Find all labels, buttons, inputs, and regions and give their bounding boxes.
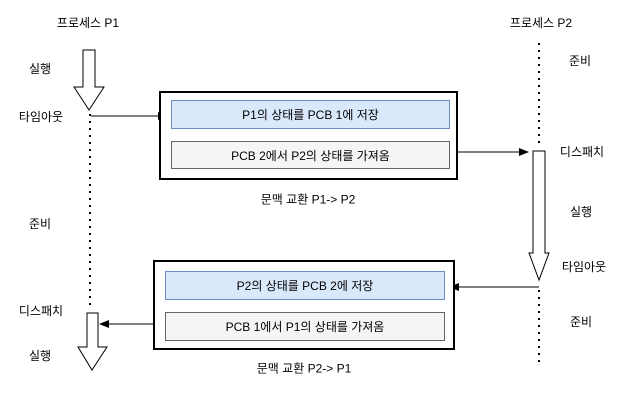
load-state-row-2: PCB 1에서 P1의 상태를 가져옴 [165,312,445,341]
save-state-row-1: P1의 상태를 PCB 1에 저장 [171,100,450,129]
save-state-row-2: P2의 상태를 PCB 2에 저장 [165,271,445,300]
p1-running-arrow [73,49,105,111]
p2-label-dispatch: 디스패치 [559,145,605,159]
p2-label-ready-top: 준비 [568,54,592,68]
p1-label-running-bottom: 실행 [28,349,52,363]
context-switch-caption-2: 문맥 교환 P2-> P1 [256,361,352,376]
p2-label-timeout: 타임아웃 [561,260,607,274]
p1-lane-title: 프로세스 P1 [56,16,120,30]
p1-label-running-top: 실행 [28,62,52,76]
p1-label-dispatch: 디스패치 [18,304,64,318]
p1-label-ready: 준비 [28,217,52,231]
p2-dispatch-arrow [528,150,550,282]
context-switch-caption-1: 문맥 교환 P1-> P2 [260,192,356,207]
p2-lane-title: 프로세스 P2 [509,16,573,30]
p2-label-ready-bottom: 준비 [569,315,593,329]
context-switch-box-1: P1의 상태를 PCB 1에 저장 PCB 2에서 P2의 상태를 가져옴 [159,91,458,180]
p1-label-timeout: 타임아웃 [18,110,64,124]
p2-label-running: 실행 [569,205,593,219]
load-state-row-1: PCB 2에서 P2의 상태를 가져옴 [171,141,450,169]
p1-dispatch-arrow [77,312,108,371]
context-switch-box-2: P2의 상태를 PCB 2에 저장 PCB 1에서 P1의 상태를 가져옴 [153,260,455,350]
